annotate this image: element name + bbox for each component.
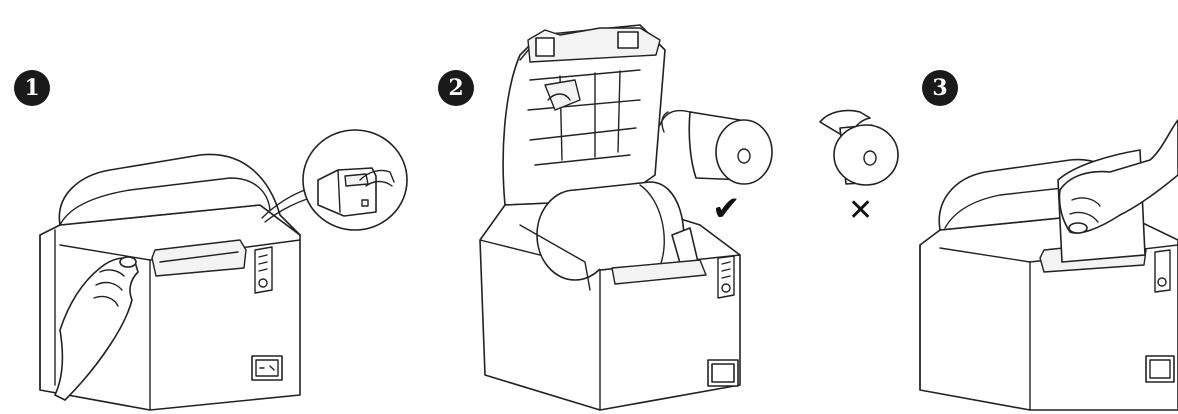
correct-check-icon: ✔ [712,189,741,229]
step-1-number: 1 [24,75,40,101]
printer-paper-feed-illustration [919,119,1178,411]
step-2-number: 2 [448,75,464,101]
step-1-badge: 1 [14,70,50,106]
printer-open-illustration [479,24,741,411]
incorrect-cross-icon: ✕ [848,193,874,228]
step-2-badge: 2 [438,70,474,106]
paper-roll-correct-illustration [659,109,773,185]
paper-roll-incorrect-illustration [819,109,899,186]
step-3-badge: 3 [922,70,958,106]
printer-closed-illustration [39,129,408,411]
step-3-number: 3 [932,75,948,101]
